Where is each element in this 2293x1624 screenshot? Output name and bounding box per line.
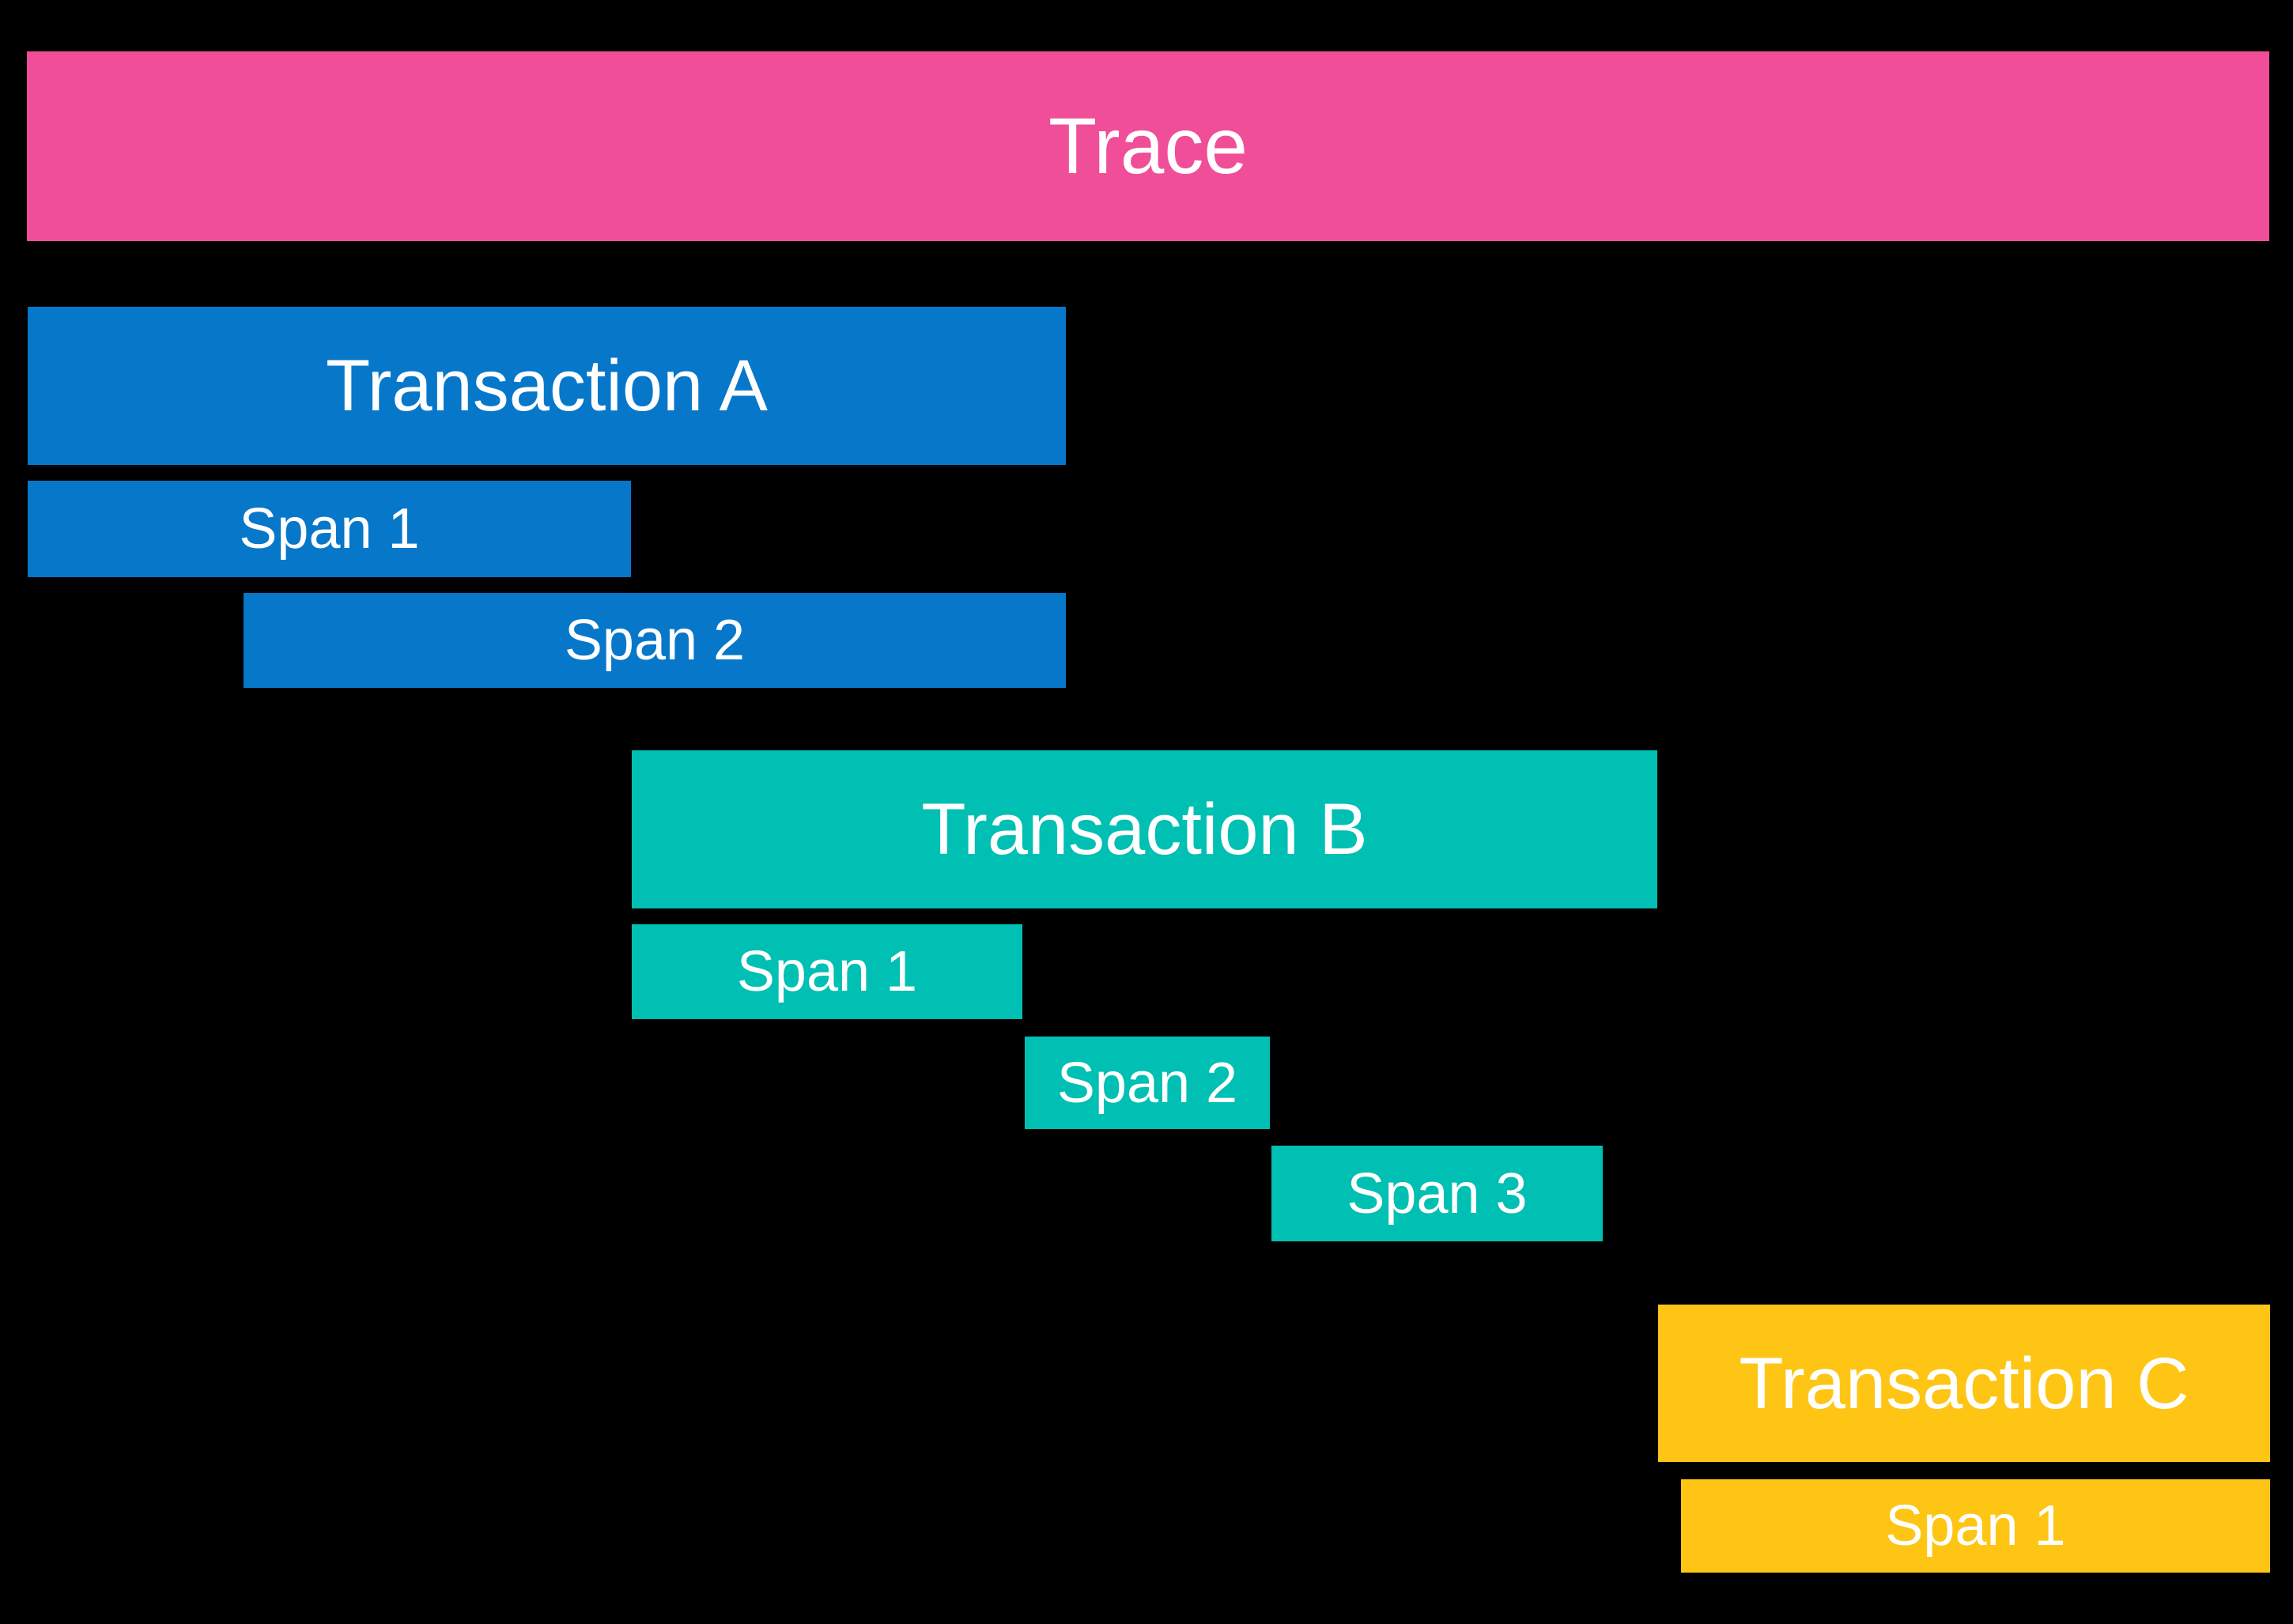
bar-transaction-c[interactable]: Transaction C [1658,1305,2270,1462]
bar-transaction-a[interactable]: Transaction A [28,307,1066,465]
bar-label-transaction-b-span-3: Span 3 [1347,1161,1528,1226]
bar-transaction-a-span-2[interactable]: Span 2 [244,593,1066,688]
bar-label-transaction-b-span-1: Span 1 [736,940,918,1003]
bar-label-trace: Trace [1048,102,1248,191]
bar-transaction-b[interactable]: Transaction B [632,750,1657,908]
bar-label-transaction-c-span-1: Span 1 [1885,1494,2066,1558]
bar-label-transaction-a: Transaction A [325,346,769,426]
bar-transaction-a-span-1[interactable]: Span 1 [28,481,631,577]
bar-transaction-b-span-2[interactable]: Span 2 [1025,1037,1270,1129]
bar-transaction-c-span-1[interactable]: Span 1 [1681,1479,2270,1573]
bar-label-transaction-a-span-2: Span 2 [564,609,746,672]
bar-label-transaction-b-span-2: Span 2 [1056,1051,1238,1115]
bar-label-transaction-c: Transaction C [1739,1343,2189,1424]
bar-label-transaction-b: Transaction B [921,789,1368,870]
bar-label-transaction-a-span-1: Span 1 [239,497,420,561]
bar-trace[interactable]: Trace [27,51,2269,241]
bar-transaction-b-span-3[interactable]: Span 3 [1271,1146,1603,1241]
bar-transaction-b-span-1[interactable]: Span 1 [632,924,1022,1019]
